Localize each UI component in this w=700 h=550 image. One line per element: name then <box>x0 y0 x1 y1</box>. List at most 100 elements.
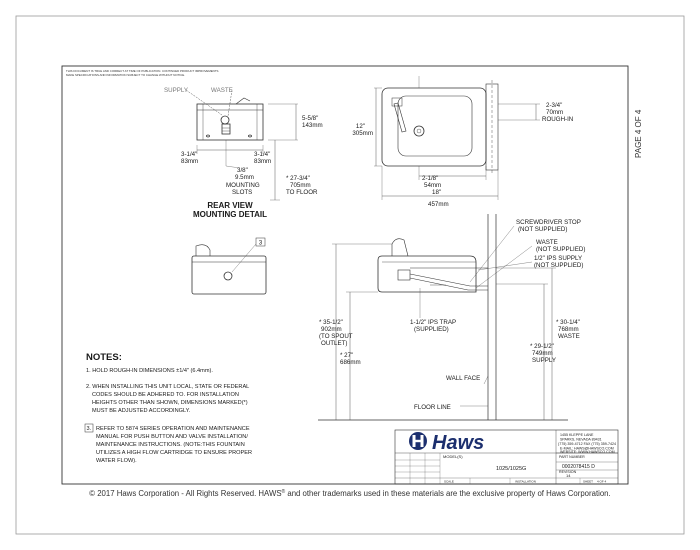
floor-line-label: FLOOR LINE <box>414 404 451 411</box>
disclaimer-line-1: THIS DOCUMENT IS TRUE AND CORRECT AT TIM… <box>66 69 219 73</box>
rear-slot-mm: 9.5mm <box>235 174 254 181</box>
title-block-text: 1455 KLEPPE LANE SPARKS, NEVADA 89431 (7… <box>443 433 616 484</box>
sheet-label: SHEET <box>583 480 593 484</box>
disclaimer-line-2: MAKE SPECIFICATIONS AND INFORMATION SUBJ… <box>66 73 185 77</box>
top-view <box>374 76 540 200</box>
side-view <box>318 214 568 421</box>
note-3-line-4: UTILIZES A HIGH FLOW CARTRIDGE TO ENSURE… <box>96 450 252 456</box>
copyright-prefix: © 2017 Haws Corporation - All Rights Res… <box>89 489 281 498</box>
outer-frame <box>15 15 685 535</box>
front-view-body <box>191 255 267 295</box>
note-2-line-3: HEIGHTS OTHER THAN SHOWN, DIMENSIONS MAR… <box>92 400 248 406</box>
part-number: 0002078415 D <box>562 464 595 470</box>
front-view-bubbler <box>195 244 211 256</box>
front-view-callout-box <box>255 237 266 247</box>
waste-height-label: WASTE <box>558 333 580 340</box>
address-line-4: E-MAIL: HAWS@HAWSCO.COM <box>560 447 614 451</box>
side-supply-label-2: (NOT SUPPLIED) <box>534 262 583 269</box>
side-view-labels: SCREWDRIVER STOP (NOT SUPPLIED) WASTE (N… <box>319 219 585 411</box>
note-3-line-5: WATER FLOW). <box>96 458 137 464</box>
part-number-label: PART NUMBER <box>559 455 585 459</box>
sheet-value: 4 OF 4 <box>597 480 607 484</box>
spout-height-line1: (TO SPOUT <box>319 333 353 340</box>
rear-view-body <box>196 103 264 141</box>
top-view-labels: 12" 305mm 2-3/4" 70mm ROUGH-IN 2-1/8" 54… <box>352 102 573 208</box>
haws-logo: Haws <box>409 432 484 454</box>
drawing-border <box>61 65 629 485</box>
haws-logo-text: Haws <box>432 432 484 454</box>
page-label: PAGE 4 OF 4 <box>634 109 643 158</box>
rear-supply-fitting <box>220 115 230 125</box>
top-center-mm: 54mm <box>424 182 441 189</box>
height-27-in: * 27" <box>340 352 353 359</box>
top-width-in: 18" <box>432 189 441 196</box>
rear-height-mm: 143mm <box>302 122 323 129</box>
rear-dim-left-mm: 83mm <box>181 158 198 165</box>
note-3-line-2: MANUAL FOR PUSH BUTTON AND VALVE INSTALL… <box>96 434 248 440</box>
top-roughin-label: ROUGH-IN <box>542 116 573 123</box>
revision-value: 14 <box>566 473 571 478</box>
installation-label: INSTALLATION <box>515 480 536 484</box>
note-2-line-4: MUST BE ADJUSTED ACCORDINGLY. <box>92 408 191 414</box>
title-block <box>394 429 619 485</box>
rear-view <box>185 89 298 201</box>
waste-height-in: * 30-1/4" <box>556 319 580 326</box>
screwdriver-label-2: (NOT SUPPLIED) <box>518 226 567 233</box>
rear-floor-mm: 705mm <box>290 182 311 189</box>
scale-label: SCALE <box>444 480 454 484</box>
rear-view-title-2: MOUNTING DETAIL <box>193 210 267 219</box>
rear-supply-label: SUPPLY <box>164 87 188 94</box>
copyright-reg: ® <box>282 488 286 495</box>
model-label: MODEL(S) <box>443 454 463 459</box>
top-roughin-in: 2-3/4" <box>546 102 562 109</box>
screwdriver-label-1: SCREWDRIVER STOP <box>516 219 581 226</box>
side-waste-label-2: (NOT SUPPLIED) <box>536 246 585 253</box>
note-3-number: 3. <box>87 426 92 432</box>
note-2-line-1: 2. WHEN INSTALLING THIS UNIT LOCAL, STAT… <box>86 384 249 390</box>
supply-height-label: SUPPLY <box>532 357 556 364</box>
rear-floor-label: TO FLOOR <box>286 189 318 196</box>
trap-label-1: 1-1/2" IPS TRAP <box>410 319 456 326</box>
note-2-line-2: CODES SHOULD BE ADHERED TO. FOR INSTALLA… <box>92 392 239 398</box>
rear-slot-line1: MOUNTING <box>226 182 260 189</box>
wall-face-label: WALL FACE <box>446 375 480 382</box>
front-view-callout: 3 <box>259 241 263 247</box>
note-3-number-box <box>84 423 94 433</box>
front-view-push-button <box>223 271 233 281</box>
top-depth-mm: 305mm <box>352 130 373 137</box>
mounting-slot-right <box>248 134 252 138</box>
rear-slot-in: 3/8" <box>237 167 248 174</box>
rear-view-title-1: REAR VIEW <box>207 201 253 210</box>
rear-floor-in: * 27-3/4" <box>286 175 310 182</box>
side-view-trap <box>409 273 488 287</box>
copyright-line: © 2017 Haws Corporation - All Rights Res… <box>89 488 610 498</box>
address-line-5: WEBSITE: WWW.HAWSCO.COM <box>560 450 615 454</box>
waste-height-mm: 768mm <box>558 326 579 333</box>
note-3-line-1: REFER TO 5874 SERIES OPERATION AND MAINT… <box>96 426 250 432</box>
notes-title: NOTES: <box>86 352 122 363</box>
rear-slot-line2: SLOTS <box>232 189 252 196</box>
spout-height-line2: OUTLET) <box>321 340 347 347</box>
side-view-body <box>377 255 477 293</box>
address-line-1: 1455 KLEPPE LANE <box>560 433 594 437</box>
rear-view-labels: SUPPLY WASTE 3-1/4" 83mm 3-1/4" 83mm 3/8… <box>164 87 323 219</box>
top-view-bubbler <box>393 102 407 133</box>
front-view <box>191 237 267 295</box>
side-supply-label-1: 1/2" IPS SUPPLY <box>534 255 582 262</box>
top-width-mm: 457mm <box>428 201 449 208</box>
revision-label: REVISION <box>559 470 577 474</box>
rear-dim-right-mm: 83mm <box>254 158 271 165</box>
note-3-line-3: MAINTENANCE INSTRUCTIONS. (NOTE:THIS FOU… <box>96 442 245 448</box>
note-1: 1. HOLD ROUGH-IN DIMENSIONS ±1/4" (6.4mm… <box>86 368 213 374</box>
supply-height-mm: 749mm <box>532 350 553 357</box>
model-number: 1025/1025G <box>496 466 526 472</box>
copyright-suffix: and other trademarks used in these mater… <box>285 489 610 498</box>
address-line-3: (775) 359-4712 FAX (775) 359-7424 <box>558 442 616 446</box>
title-block-frame <box>394 429 619 485</box>
address-line-2: SPARKS, NEVADA 89431 <box>560 438 602 442</box>
height-27-mm: 686mm <box>340 359 361 366</box>
mounting-slot-left <box>206 134 210 138</box>
rear-dim-right-in: 3-1/4" <box>254 151 270 158</box>
side-waste-label-1: WASTE <box>536 239 558 246</box>
